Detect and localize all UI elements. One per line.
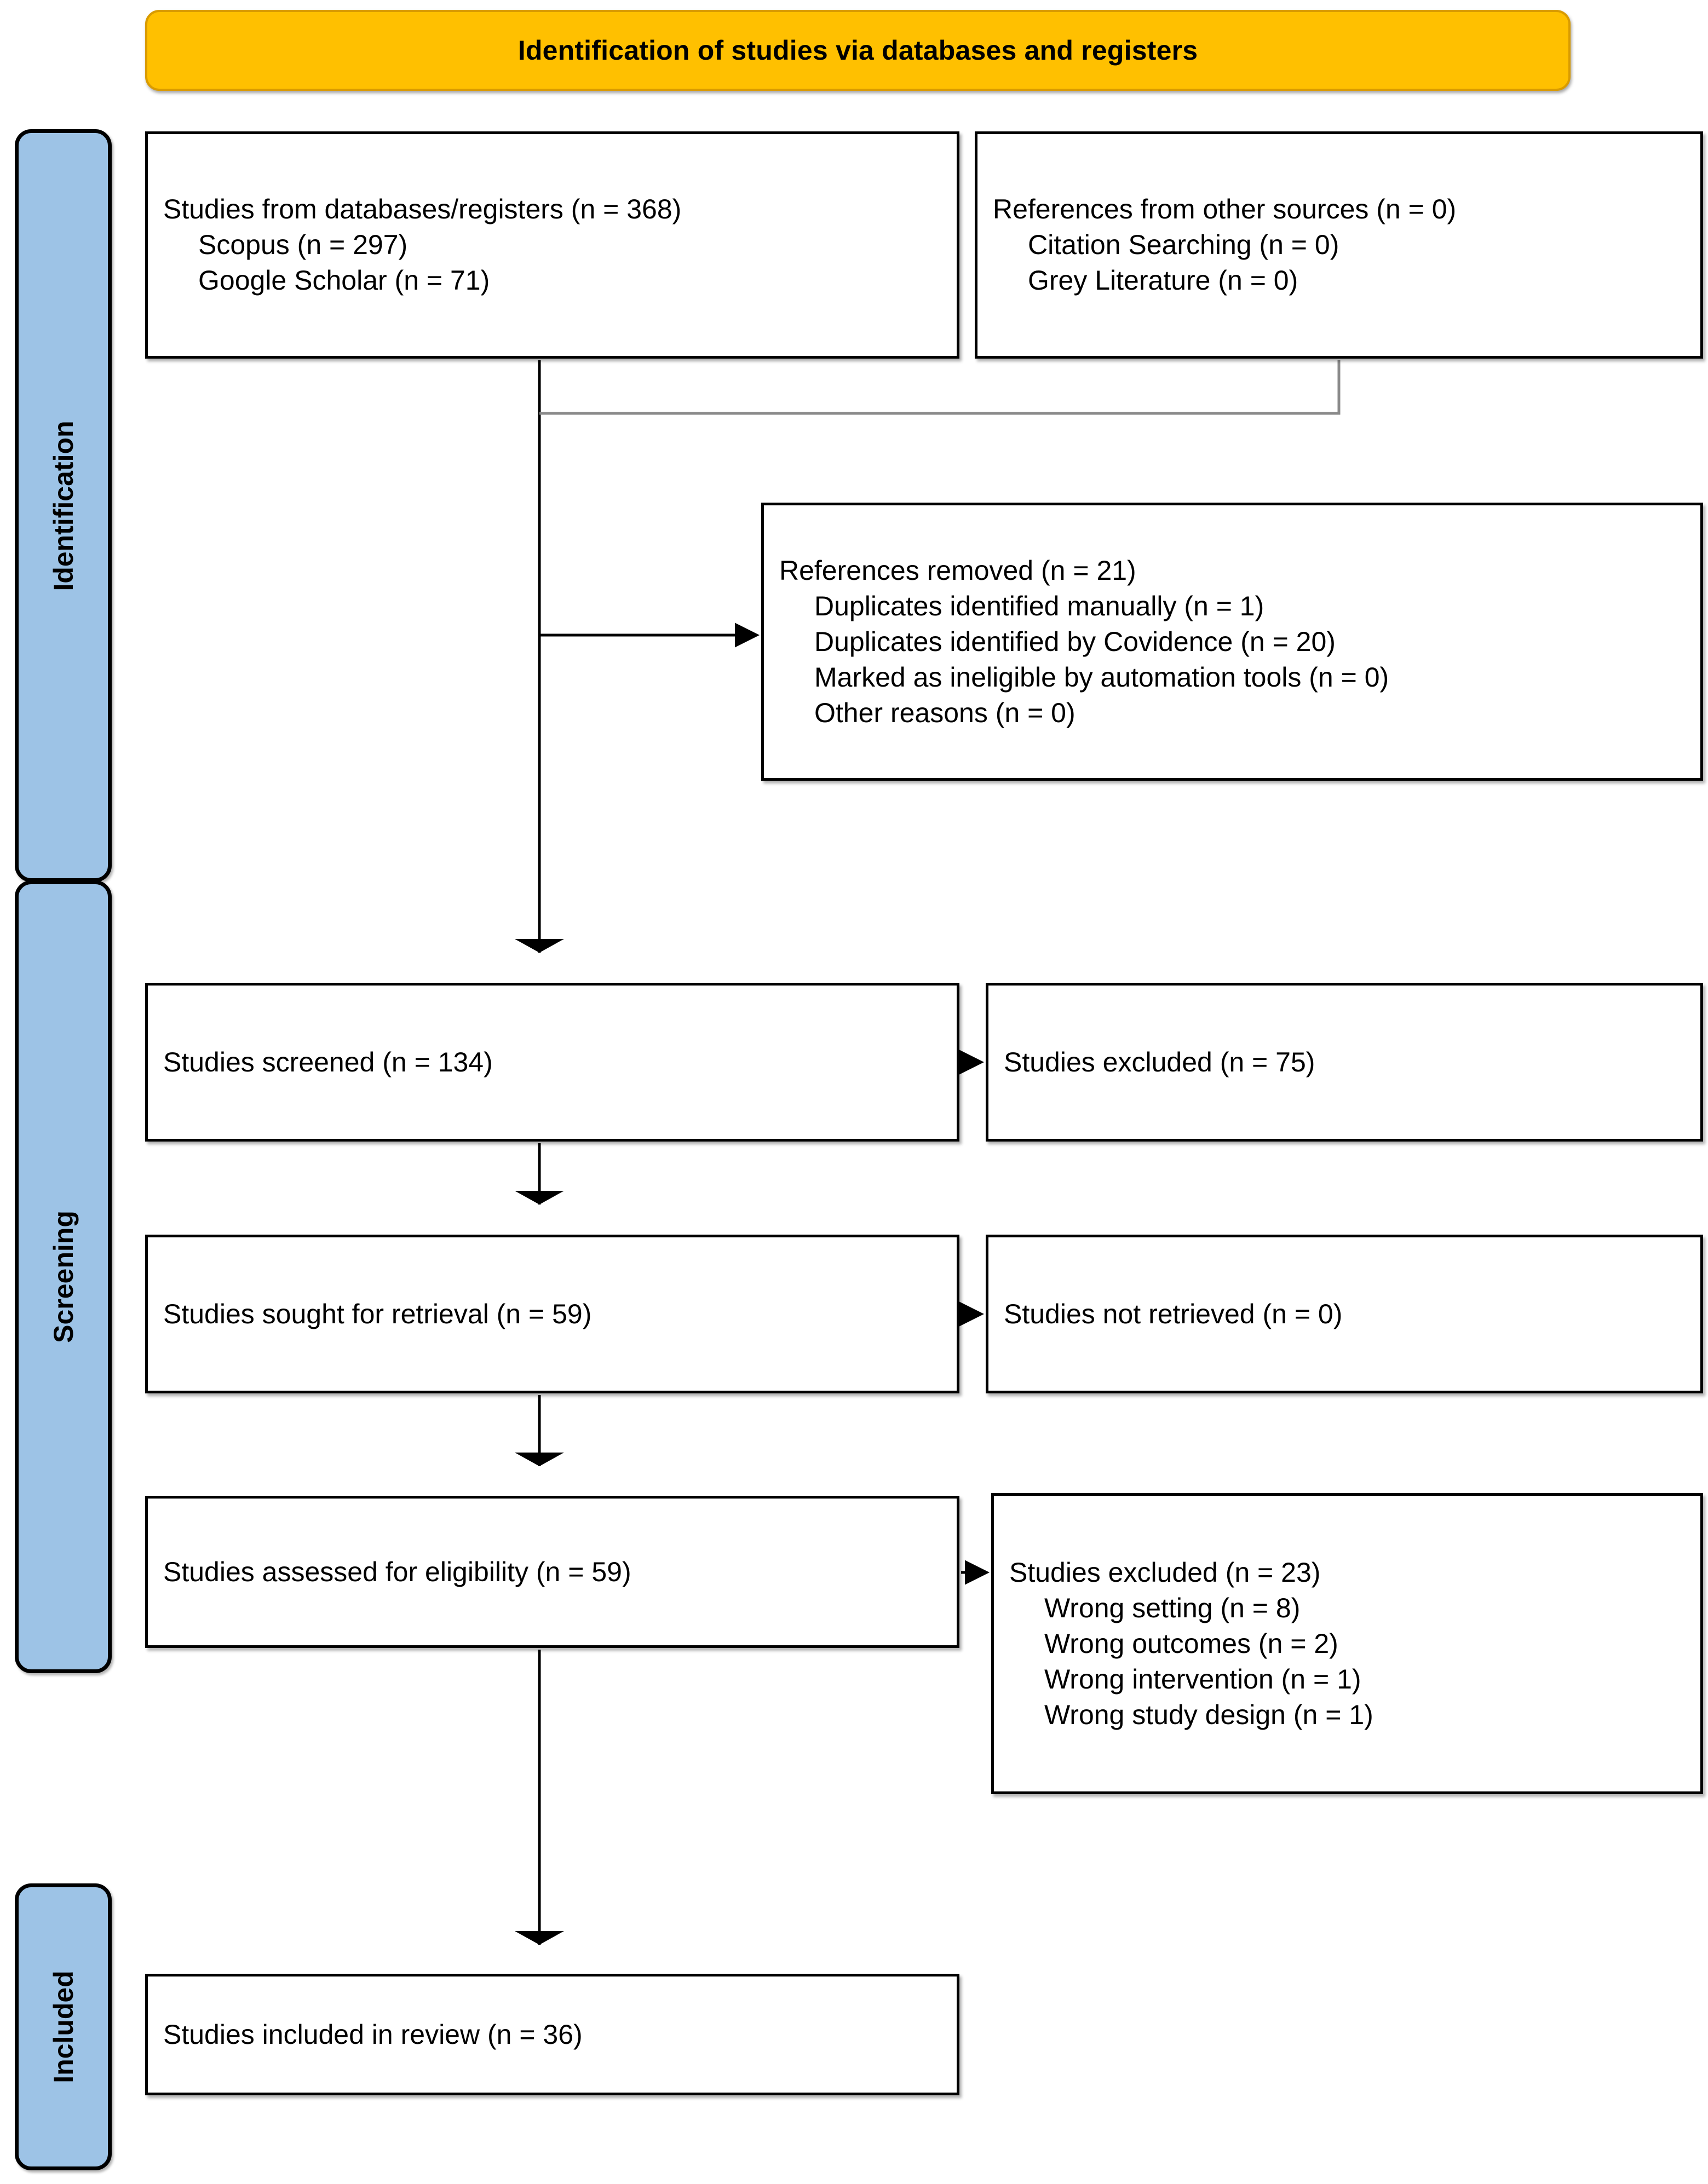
list-item: Wrong outcomes (n = 2) [1044,1628,1338,1659]
stage-label-screening: Screening [15,880,112,1673]
heading: References removed (n = 21) [779,555,1136,586]
list-item: Duplicates identified manually (n = 1) [814,590,1264,621]
heading: Studies screened (n = 134) [163,1046,493,1077]
heading: Studies from databases/registers (n = 36… [163,194,682,224]
box-studies-included-in-review-text: Studies included in review (n = 36) [148,2017,595,2053]
heading: References from other sources (n = 0) [993,194,1457,224]
box-studies-assessed-for-eligibility: Studies assessed for eligibility (n = 59… [145,1496,959,1648]
box-studies-screened: Studies screened (n = 134) [145,983,959,1142]
box-studies-sought-for-retrieval-text: Studies sought for retrieval (n = 59) [148,1296,603,1332]
box-studies-assessed-for-eligibility-text: Studies assessed for eligibility (n = 59… [148,1554,643,1590]
stage-label-included-text: Included [48,1970,79,2083]
list-item: Marked as ineligible by automation tools… [814,661,1389,693]
stage-label-screening-text: Screening [48,1211,79,1343]
box-studies-excluded-screening: Studies excluded (n = 75) [986,983,1703,1142]
box-studies-excluded-eligibility: Studies excluded (n = 23) Wrong setting (… [991,1493,1703,1794]
box-studies-from-databases-text: Studies from databases/registers (n = 36… [148,192,693,298]
box-references-other-sources: References from other sources (n = 0) Cit… [975,131,1703,359]
list-item: Wrong study design (n = 1) [1044,1699,1373,1730]
list-item: Grey Literature (n = 0) [1028,265,1298,296]
box-references-removed: References removed (n = 21) Duplicates id… [761,503,1703,781]
list-item: Scopus (n = 297) [198,229,408,260]
list-item: Wrong intervention (n = 1) [1044,1663,1361,1695]
box-references-removed-text: References removed (n = 21) Duplicates id… [764,553,1401,731]
identification-banner: Identification of studies via databases … [145,10,1571,91]
box-studies-not-retrieved: Studies not retrieved (n = 0) [986,1235,1703,1393]
box-studies-excluded-eligibility-text: Studies excluded (n = 23) Wrong setting (… [994,1555,1385,1733]
list-item: Duplicates identified by Covidence (n = … [814,626,1336,657]
heading: Studies excluded (n = 23) [1009,1557,1321,1588]
box-studies-screened-text: Studies screened (n = 134) [148,1045,505,1080]
box-studies-from-databases: Studies from databases/registers (n = 36… [145,131,959,359]
stage-label-identification: Identification [15,129,112,882]
heading: Studies sought for retrieval (n = 59) [163,1298,592,1329]
box-studies-included-in-review: Studies included in review (n = 36) [145,1974,959,2095]
box-studies-excluded-screening-text: Studies excluded (n = 75) [988,1045,1327,1080]
heading: Studies assessed for eligibility (n = 59… [163,1556,631,1587]
list-item: Google Scholar (n = 71) [198,265,490,296]
stage-label-identification-text: Identification [48,420,79,591]
wire-other-sources-elbow [539,360,1341,415]
box-studies-not-retrieved-text: Studies not retrieved (n = 0) [988,1296,1354,1332]
box-studies-sought-for-retrieval: Studies sought for retrieval (n = 59) [145,1235,959,1393]
heading: Studies not retrieved (n = 0) [1004,1298,1343,1329]
list-item: Wrong setting (n = 8) [1044,1592,1301,1623]
list-item: Citation Searching (n = 0) [1028,229,1339,260]
list-item: Other reasons (n = 0) [814,697,1076,728]
banner-title: Identification of studies via databases … [517,35,1198,66]
heading: Studies included in review (n = 36) [163,2019,583,2050]
box-references-other-sources-text: References from other sources (n = 0) Cit… [977,192,1468,298]
stage-label-included: Included [15,1883,112,2170]
heading: Studies excluded (n = 75) [1004,1046,1315,1077]
